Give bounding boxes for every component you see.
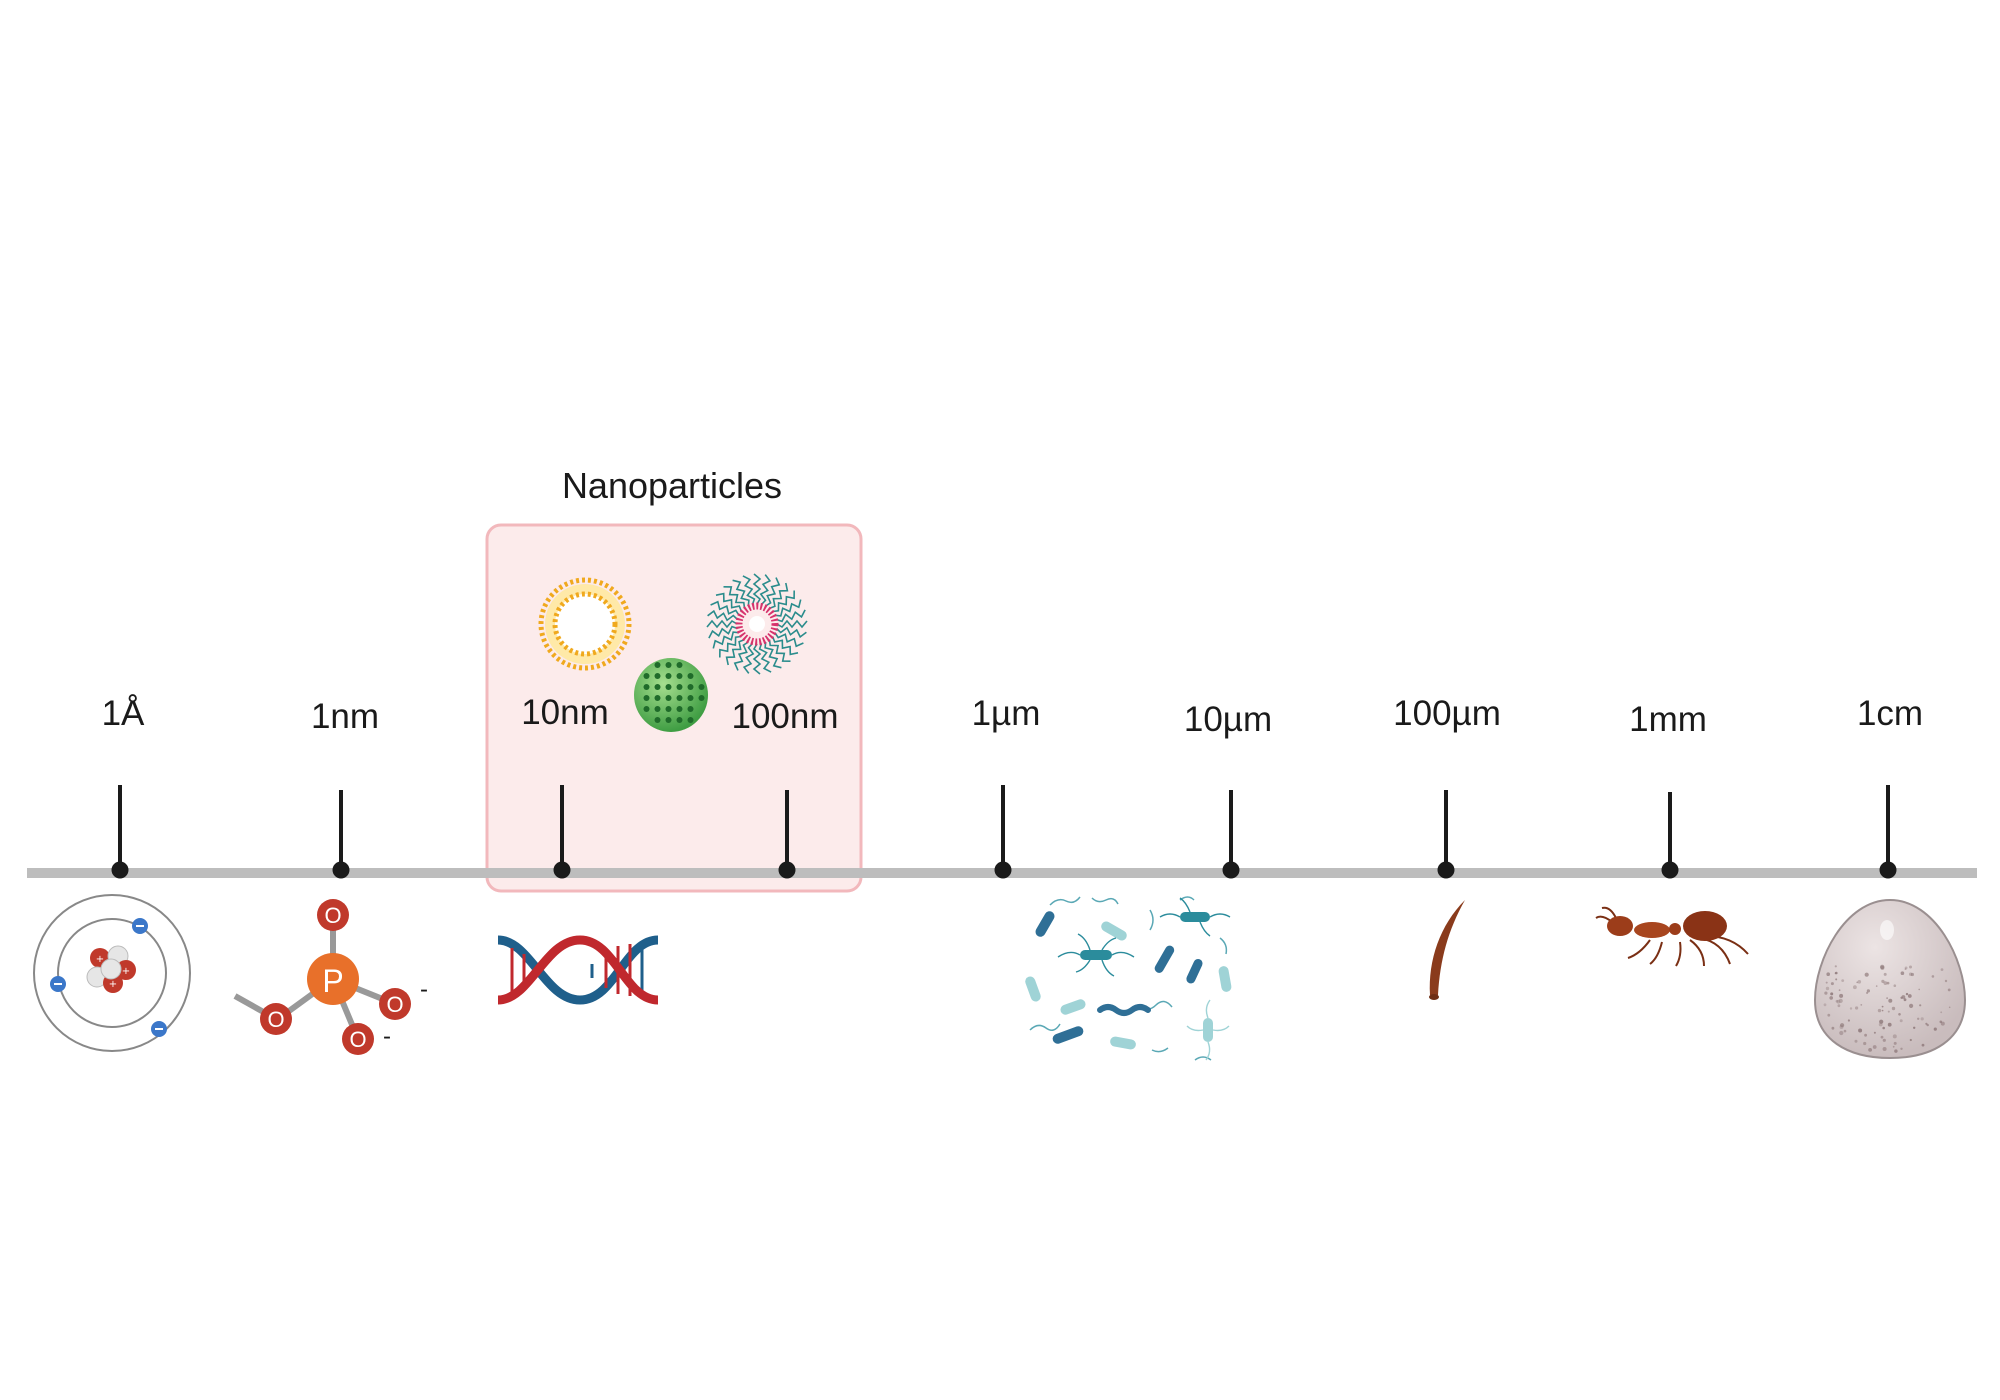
dna-double-helix-icon	[497, 935, 659, 1005]
charge-right: -	[420, 976, 428, 1003]
tick-dot-1	[332, 861, 350, 879]
charge-bottom: -	[383, 1023, 391, 1050]
svg-text:+: +	[109, 979, 117, 990]
scale-label-6: 100µm	[1393, 694, 1501, 733]
scale-label-7: 1mm	[1629, 700, 1707, 739]
scale-label-0: 1Å	[102, 694, 145, 733]
phosphate-molecule-icon: P O O O O - -	[233, 899, 428, 1055]
tick-dot-0	[111, 861, 129, 879]
oxygen-symbol-top: O	[324, 903, 341, 928]
scale-ticks: 1Å 1nm 10nm 100nm 1µm 10µm 100µm 1mm 1cm	[102, 693, 1923, 879]
tick-dot-2	[553, 861, 571, 879]
oxygen-symbol-bottom: O	[349, 1027, 366, 1052]
hair-strand-icon	[1429, 900, 1465, 1000]
egg-icon	[1813, 898, 1967, 1060]
tick-dot-5	[1222, 861, 1240, 879]
phosphorus-symbol: P	[322, 963, 343, 999]
liposome-icon	[538, 577, 632, 671]
atom-icon: + + +	[33, 894, 191, 1052]
svg-text:+: +	[122, 966, 130, 977]
scale-label-1: 1nm	[311, 697, 379, 736]
tick-dot-4	[994, 861, 1012, 879]
tick-dot-7	[1661, 861, 1679, 879]
tick-dot-6	[1437, 861, 1455, 879]
bacteria-icon	[1025, 896, 1232, 1061]
scale-label-5: 10µm	[1184, 700, 1272, 739]
solid-nanoparticle-icon	[634, 658, 708, 732]
tick-dot-3	[778, 861, 796, 879]
nanoparticles-title: Nanoparticles	[562, 465, 782, 506]
scale-label-4: 1µm	[972, 694, 1041, 733]
oxygen-symbol-right: O	[386, 992, 403, 1017]
scale-label-3: 100nm	[731, 697, 838, 736]
scale-label-2: 10nm	[521, 693, 609, 732]
tick-dot-8	[1879, 861, 1897, 879]
svg-text:+: +	[96, 954, 104, 965]
oxygen-symbol-left: O	[267, 1007, 284, 1032]
ant-icon	[1595, 906, 1749, 967]
scale-label-8: 1cm	[1857, 694, 1923, 733]
micelle-icon	[706, 573, 808, 675]
